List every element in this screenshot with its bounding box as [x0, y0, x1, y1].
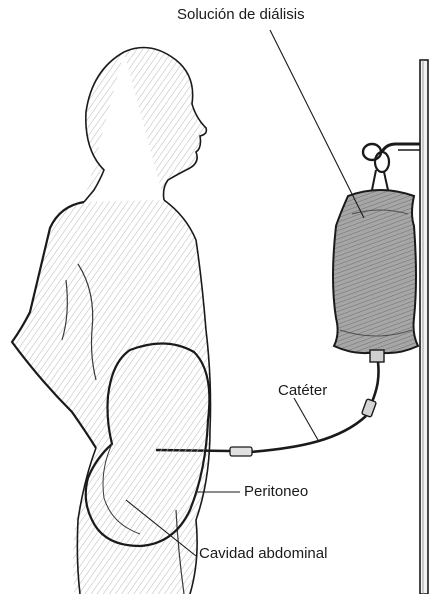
label-catheter: Catéter	[278, 383, 327, 398]
label-abdominal-cavity: Cavidad abdominal	[199, 546, 327, 561]
bag-hook	[363, 144, 420, 190]
label-dialysis-solution: Solución de diálisis	[177, 7, 305, 22]
patient-figure	[12, 48, 211, 594]
label-peritoneum: Peritoneo	[244, 484, 308, 499]
dialysis-bag	[333, 190, 418, 362]
iv-pole	[420, 60, 428, 594]
